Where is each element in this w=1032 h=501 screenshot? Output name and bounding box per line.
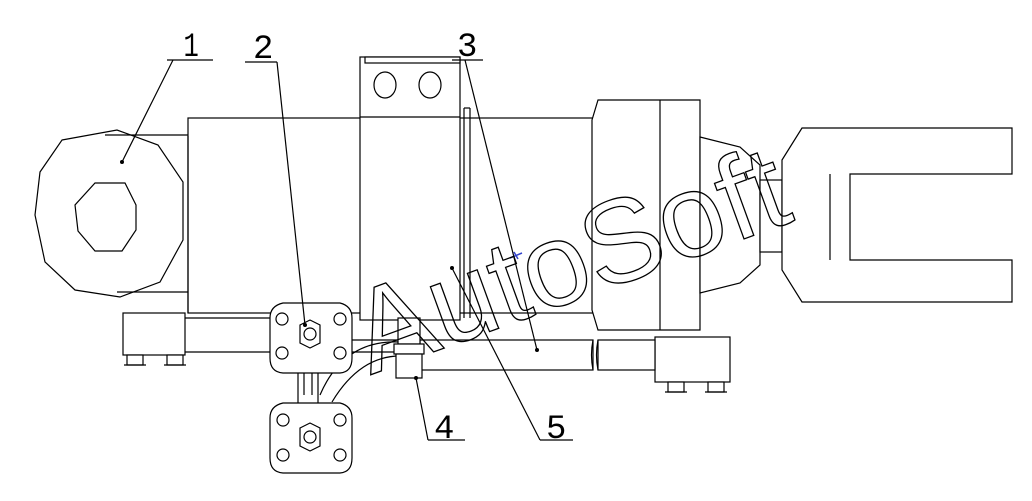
rod-eye-end xyxy=(34,129,190,298)
leader-lines xyxy=(120,59,573,441)
lower-flange xyxy=(269,402,353,474)
cylinder-head xyxy=(591,99,761,331)
pipe-fitting xyxy=(393,317,425,379)
callout-labels: 1 2 3 4 5 xyxy=(184,29,567,449)
callout-3: 3 xyxy=(457,29,477,67)
left-mounting-pad xyxy=(122,312,186,366)
callout-2: 2 xyxy=(253,31,273,69)
blue-marker xyxy=(509,251,523,260)
callout-1: 1 xyxy=(184,29,199,67)
upper-flange xyxy=(269,302,353,374)
callout-5: 5 xyxy=(546,411,566,449)
hydraulic-pipes xyxy=(185,317,656,403)
mounting-bracket xyxy=(359,56,471,321)
callout-4: 4 xyxy=(434,411,454,449)
right-mounting-pad xyxy=(654,336,731,393)
clevis-end xyxy=(759,127,1013,303)
